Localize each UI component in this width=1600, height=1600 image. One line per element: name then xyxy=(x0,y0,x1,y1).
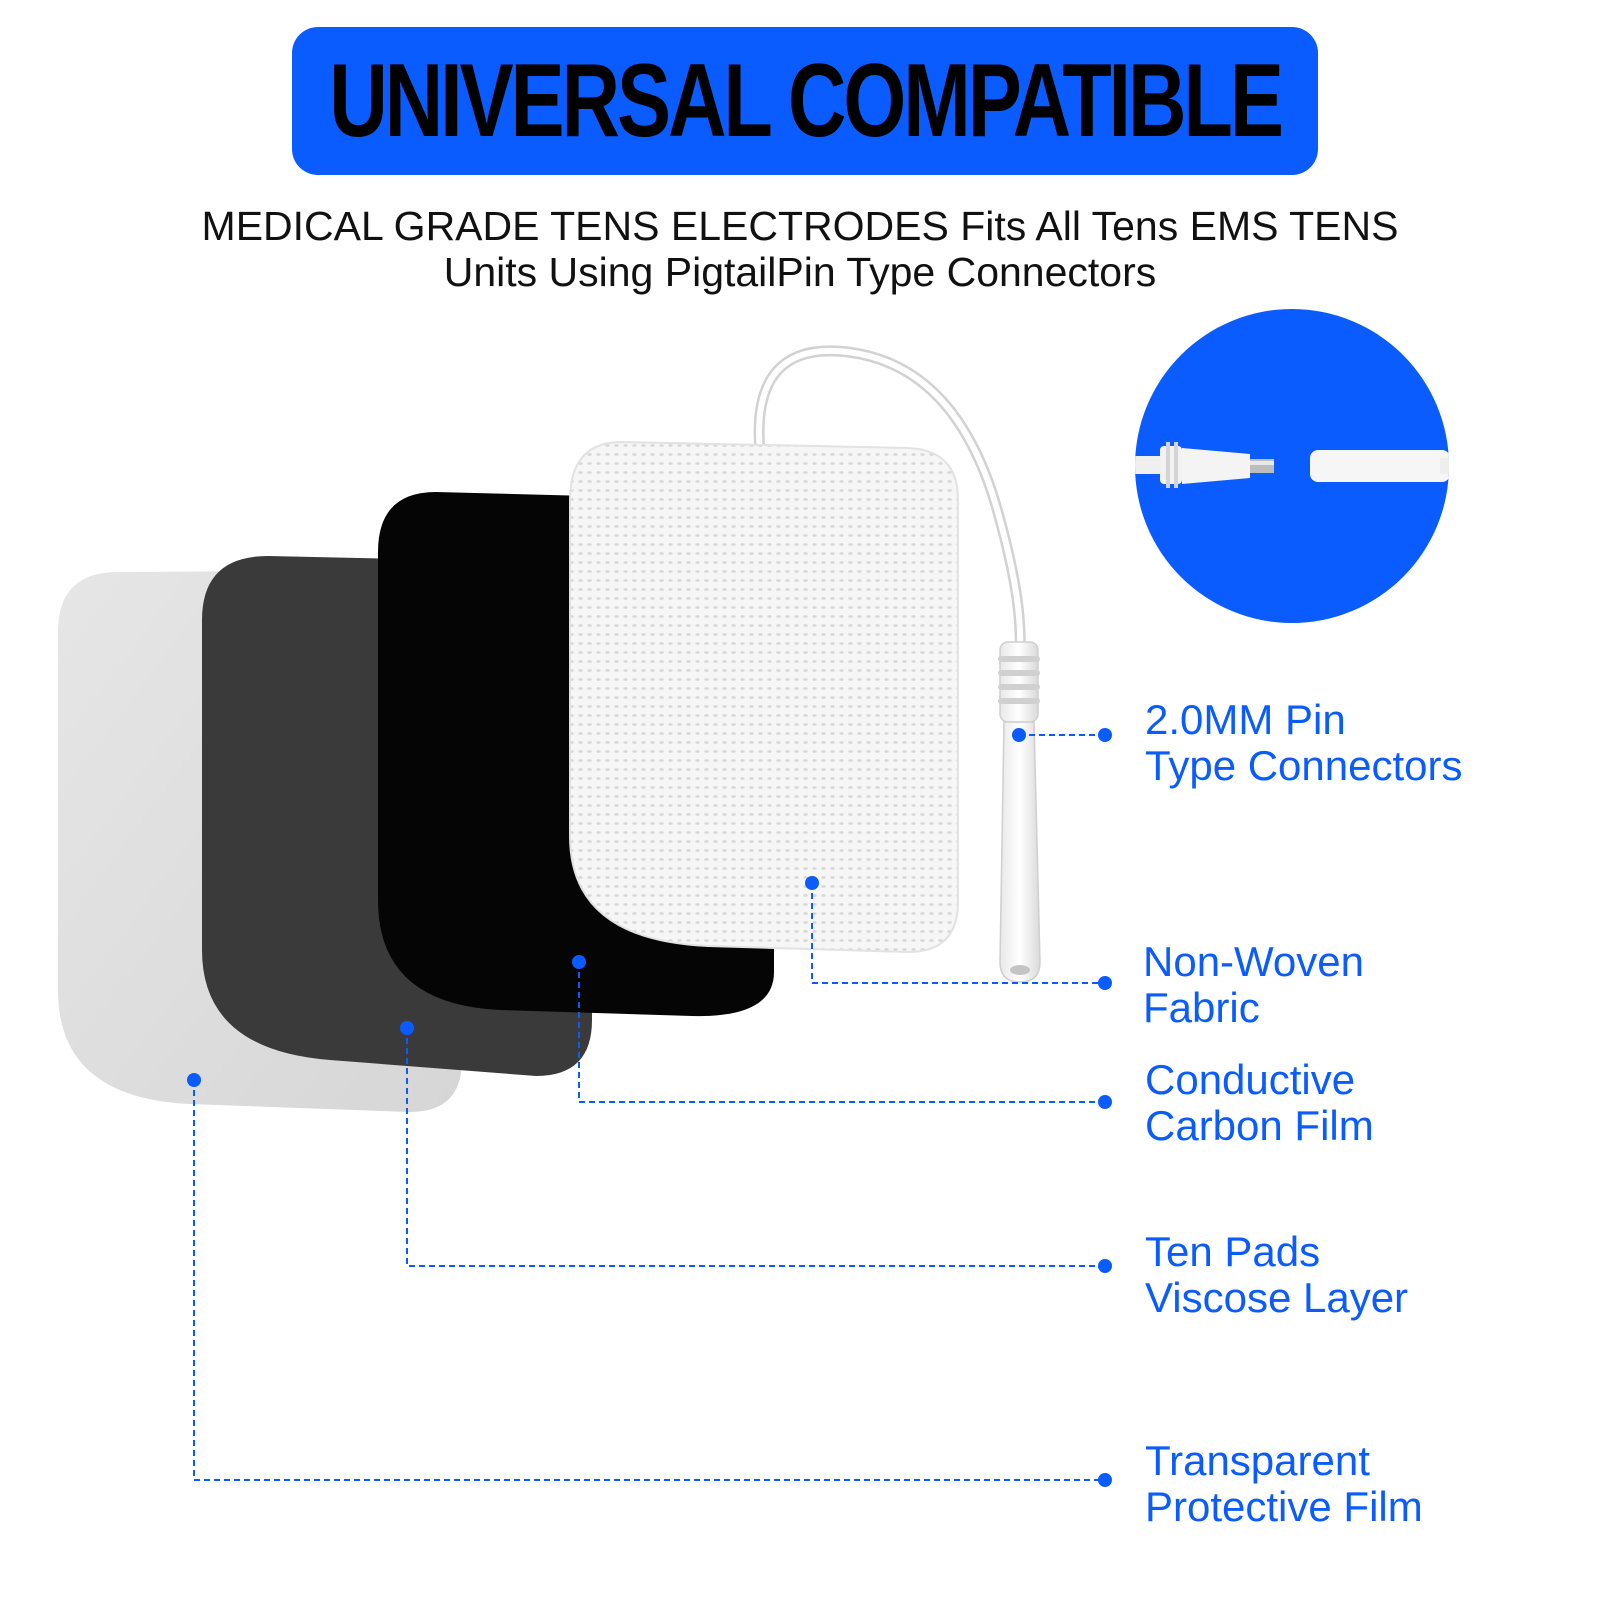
banner-title: UNIVERSAL COMPATIBLE xyxy=(329,42,1284,159)
callout-dots xyxy=(187,728,1112,1487)
callout-viscose-line-2: Viscose Layer xyxy=(1145,1274,1409,1321)
callout-carbon-film: Conductive Carbon Film xyxy=(1145,1057,1374,1149)
callout-non-woven: Non-Woven Fabric xyxy=(1143,939,1364,1031)
callout-pin-connector-line-1: 2.0MM Pin xyxy=(1145,696,1346,743)
callout-leaders xyxy=(193,734,1105,1481)
callout-carbon-film-line-2: Carbon Film xyxy=(1145,1102,1374,1149)
leader-viscose xyxy=(406,1028,1105,1267)
callout-viscose-line-1: Ten Pads xyxy=(1145,1228,1321,1275)
leader-protective-film xyxy=(193,1080,1105,1481)
callout-non-woven-line-1: Non-Woven xyxy=(1143,938,1364,985)
callout-protective-film-line-2: Protective Film xyxy=(1145,1483,1423,1530)
subtitle-line-1: MEDICAL GRADE TENS ELECTRODES Fits All T… xyxy=(201,203,1399,249)
subtitle-line-2: Units Using PigtailPin Type Connectors xyxy=(443,249,1157,295)
callout-carbon-film-line-1: Conductive xyxy=(1145,1056,1356,1103)
subtitle: MEDICAL GRADE TENS ELECTRODES Fits All T… xyxy=(0,203,1600,295)
callout-viscose: Ten Pads Viscose Layer xyxy=(1145,1229,1408,1321)
callout-non-woven-line-2: Fabric xyxy=(1143,984,1260,1031)
callout-pin-connector: 2.0MM Pin Type Connectors xyxy=(1145,697,1463,789)
leader-non-woven xyxy=(811,883,1105,984)
callout-protective-film-line-1: Transparent xyxy=(1145,1437,1370,1484)
connector-closeup-inset xyxy=(1135,309,1449,623)
callout-protective-film: Transparent Protective Film xyxy=(1145,1438,1423,1530)
non-woven-fabric-layer xyxy=(569,440,959,954)
title-banner: UNIVERSAL COMPATIBLE xyxy=(292,27,1318,175)
leader-carbon-film xyxy=(578,962,1105,1103)
callout-pin-connector-line-2: Type Connectors xyxy=(1145,742,1463,789)
pin-connector xyxy=(998,641,1041,983)
